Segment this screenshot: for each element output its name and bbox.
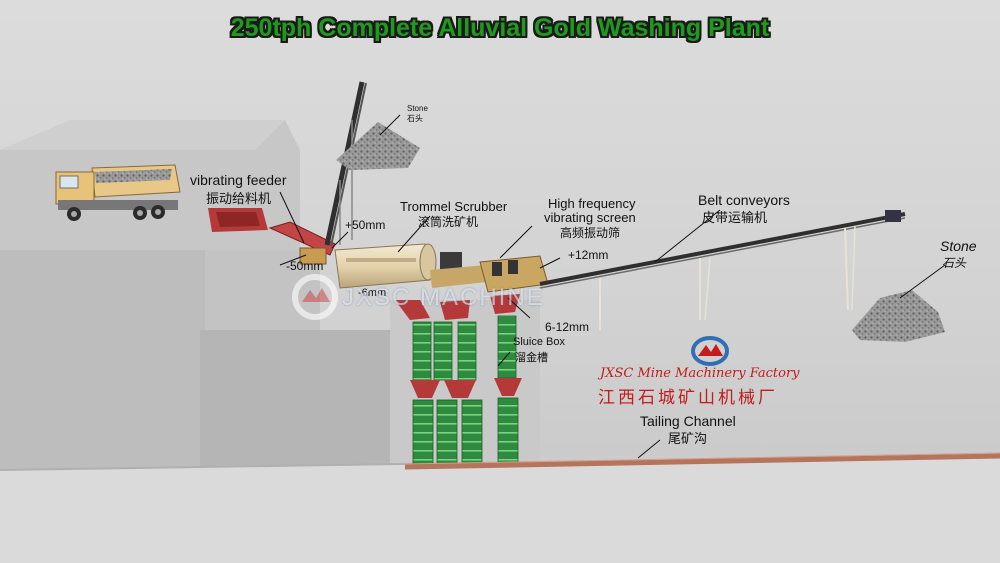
label-tailing-zh: 尾矿沟 (668, 432, 708, 447)
factory-name-zh: 江西石城矿山机械厂 (598, 388, 778, 408)
label-sluice-en: Sluice Box (513, 336, 565, 348)
label-trommel-en: Trommel Scrubber (400, 199, 508, 214)
label-trommel-zh: 滚筒洗矿机 (418, 215, 479, 229)
factory-name-en: JXSC Mine Machinery Factory (600, 366, 800, 381)
sluice-boxes (410, 315, 522, 466)
vibrating-feeder (268, 221, 336, 256)
label-screen-zh: 高频振动筛 (560, 226, 621, 240)
label-feeder-en: vibrating feeder (190, 172, 287, 188)
label-minus50: -50mm (286, 259, 324, 273)
ground-front (0, 455, 1000, 563)
feed-hopper-inner (216, 212, 260, 227)
label-stone-top-en: Stone (407, 104, 428, 113)
dump-truck (55, 164, 181, 221)
platform-step (205, 250, 320, 340)
leader-lines (279, 114, 946, 459)
label-tailing-en: Tailing Channel (640, 413, 736, 429)
watermark-text: JXSC MACHINE (342, 284, 545, 311)
label-screen-en-2: vibrating screen (544, 210, 636, 225)
distribution-chutes (395, 294, 520, 320)
label-plus50: +50mm (345, 218, 386, 232)
label-stone-right-en: Stone (940, 238, 977, 254)
stone-pile-top (336, 122, 420, 170)
watermark: JXSC MACHINE (292, 272, 632, 322)
factory-logo-icon (691, 336, 729, 366)
jxsc-logo-icon (292, 274, 338, 320)
belt-conveyor (539, 210, 906, 330)
stone-pile-right (852, 290, 945, 342)
label-6-12: 6-12mm (545, 320, 590, 334)
platform-wall (0, 250, 250, 470)
label-sluice-zh: 溜金槽 (515, 351, 548, 364)
tailing-channel (404, 453, 1000, 470)
mid-wall (200, 330, 410, 470)
label-stone-right-zh: 石头 (942, 256, 967, 270)
label-belt-en: Belt conveyors (698, 192, 790, 208)
label-stone-top-zh: 石头 (407, 114, 423, 123)
label-feeder-zh: 振动给料机 (206, 192, 272, 207)
factory-logo: JXSC Mine Machinery Factory 江西石城矿山机械厂 (590, 336, 870, 408)
page-title: 250tph Complete Alluvial Gold Washing Pl… (230, 14, 770, 42)
upper-platform (0, 120, 285, 150)
label-screen-en-1: High frequency (548, 196, 636, 211)
label-minus6: -6mm (358, 287, 387, 299)
label-plus12: +12mm (568, 248, 609, 262)
label-belt-zh: 皮带运输机 (702, 211, 768, 226)
